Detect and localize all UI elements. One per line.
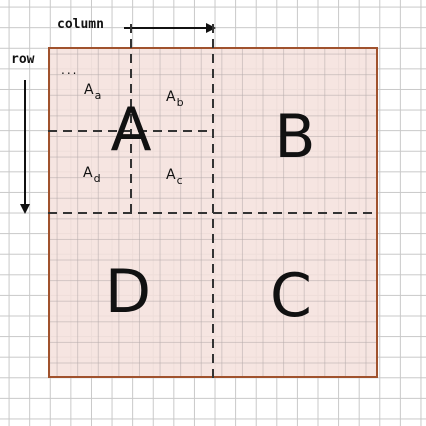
sub-block-d-label: Ad — [83, 165, 101, 184]
column-axis-label: column — [57, 17, 104, 32]
sub-block-c-subscript: c — [176, 174, 183, 187]
quadrant-d-label: D — [104, 257, 152, 327]
sub-block-a-label: Aa — [84, 82, 101, 101]
row-axis-label: row — [11, 52, 35, 67]
ellipsis-marker: ... — [61, 63, 79, 77]
sub-block-b-base: A — [166, 89, 176, 105]
quadrant-a-label: A — [110, 95, 152, 165]
sub-block-b-label: Ab — [166, 89, 184, 108]
quadrant-c-label: C — [270, 261, 312, 331]
sub-block-a-subscript: a — [94, 89, 102, 102]
sub-block-d-subscript: d — [93, 172, 101, 185]
sub-block-c-base: A — [166, 167, 176, 183]
sub-block-d-base: A — [83, 165, 93, 181]
sub-block-c-label: Ac — [166, 167, 183, 186]
sub-block-b-subscript: b — [176, 96, 184, 109]
quadrant-b-label: B — [274, 102, 316, 172]
sub-block-a-base: A — [84, 82, 94, 98]
